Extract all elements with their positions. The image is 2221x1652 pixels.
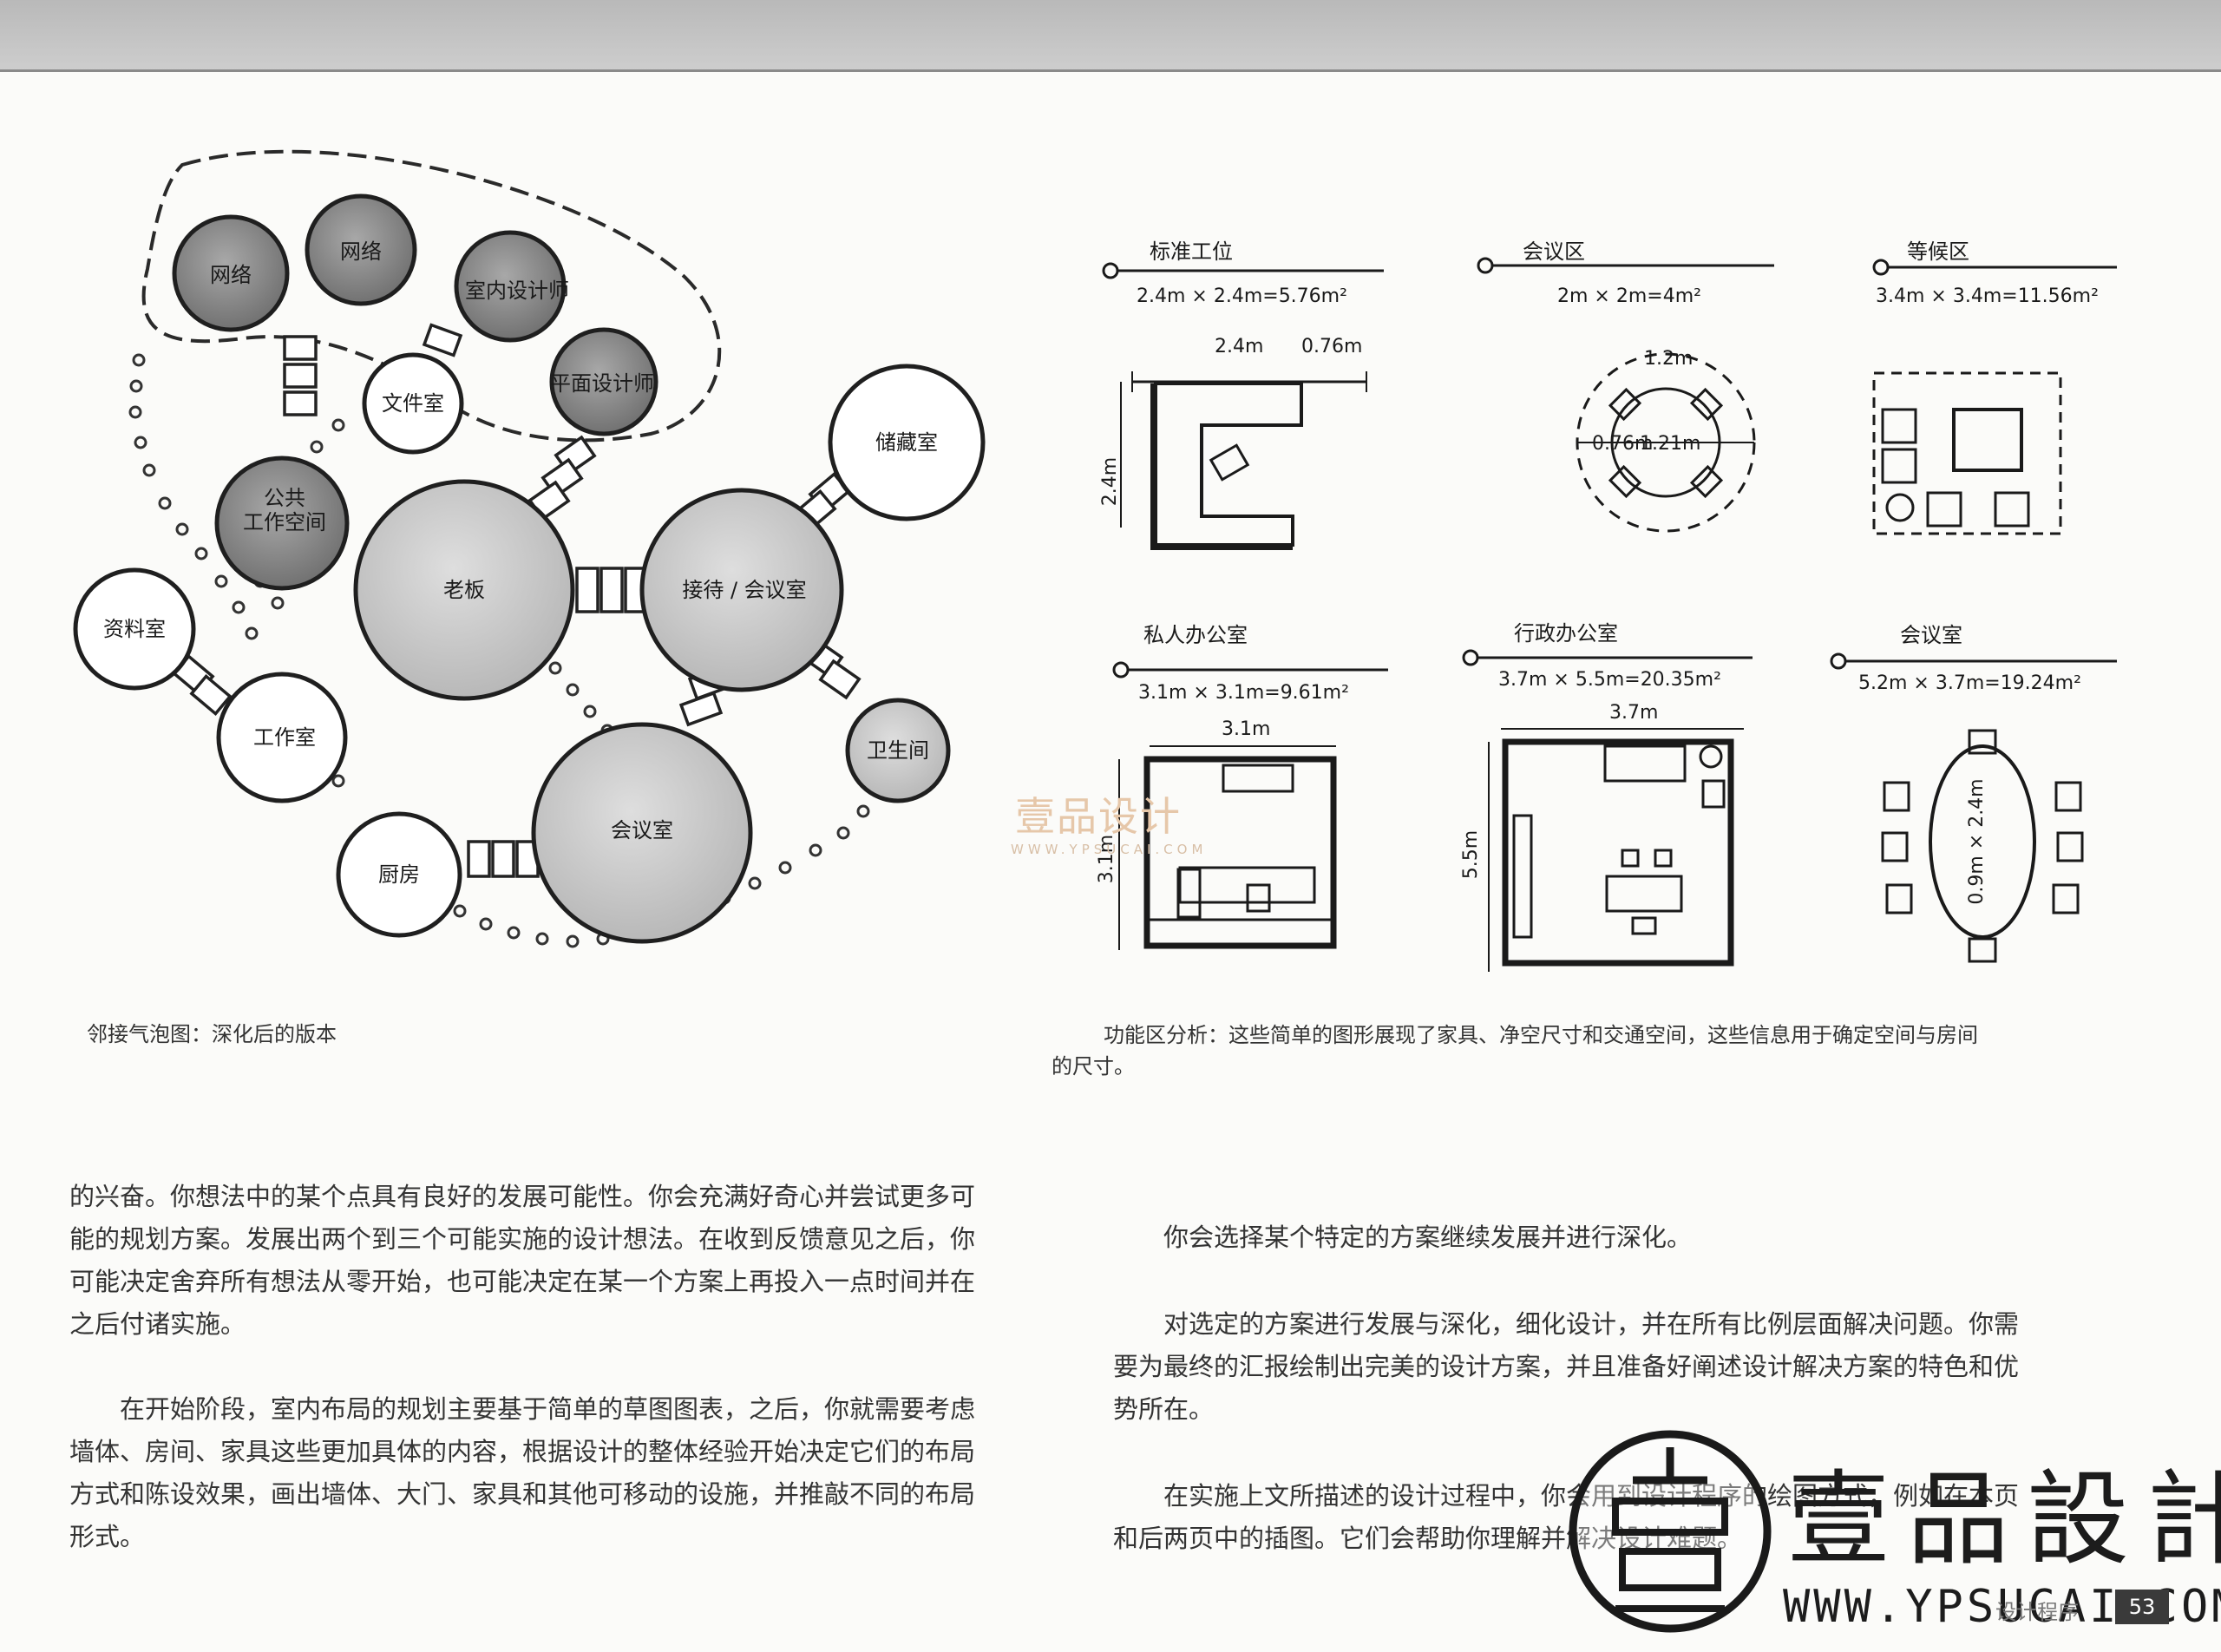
executive-office-sketch [1488,728,1744,972]
label-reception-meeting: 接待 / 会议室 [682,578,806,602]
bubble-interior-designer [454,230,567,343]
bubble-graphic-designer [549,327,658,436]
bubble-network-1 [172,214,290,332]
bubble-diagram: 网络 网络 室内设计师 平面设计师 文件室 公共 工作空间 老板 接待 / 会议… [73,149,986,948]
zone-area-executive-office: 3.7m × 5.5m=20.35m² [1498,669,1721,691]
page-number: 53 [2115,1590,2169,1624]
bubble-boss [353,479,575,701]
bubble-archive [73,567,196,691]
label-network-1: 网络 [210,263,252,287]
dim-private-1: 3.1m [1222,718,1270,740]
bubble-reception-meeting [639,488,844,692]
dim-standard-2: 0.76m [1301,336,1362,357]
conference-room-sketch [1881,729,2084,963]
meeting-area-sketch [1576,352,1756,533]
zone-title-meeting-area: 会议区 [1523,239,1585,264]
zone-title-conference-room: 会议室 [1900,623,1962,647]
dim-conference-1: 0.9m × 2.4m [1966,778,1988,904]
dim-meeting-1: 1.2m [1644,348,1693,370]
zone-caption: 功能区分析：这些简单的图形展现了家具、净空尺寸和交通空间，这些信息用于确定空间与… [1052,1019,1978,1082]
bubble-file-room [362,352,464,455]
zone-area-meeting-area: 2m × 2m=4m² [1557,285,1701,307]
label-boss: 老板 [443,578,485,602]
right-paragraph-2: 对选定的方案进行发展与深化，细化设计，并在所有比例层面解决问题。你需 要为最终的… [1113,1303,2019,1431]
zone-title-private-office: 私人办公室 [1143,623,1248,647]
dim-standard-1: 2.4m [1215,336,1263,357]
zone-title-standard-workstation: 标准工位 [1150,239,1233,264]
text-line: 在实施上文所描述的设计过程中，你会用到设计程序的绘图方式，例如在本页 [1113,1481,2020,1511]
bubble-storage [828,364,986,521]
standard-workstation-sketch [1120,371,1367,550]
text-line: 能的规划方案。发展出两个到三个可能实施的设计想法。在收到反馈意见之后，你 [69,1224,976,1254]
text-line: 对选定的方案进行发展与深化，细化设计，并在所有比例层面解决问题。你需 [1113,1309,2020,1339]
dim-executive-1: 3.7m [1609,702,1658,724]
zone-analysis: 标准工位 2.4m × 2.4m=5.76m² 2.4m 0.76m 2.4m … [1096,239,2117,972]
top-bar [0,0,2221,72]
text-line: 形式。 [69,1522,146,1551]
left-paragraph-2: 在开始阶段，室内布局的规划主要基于简单的草图图表，之后，你就需要考虑 墙体、房间… [69,1388,975,1558]
label-file-room: 文件室 [382,391,444,416]
label-interior-designer: 室内设计师 [465,279,569,303]
right-paragraph-1: 你会选择某个特定的方案继续发展并进行深化。 [1113,1216,1692,1259]
label-public-workspace-1: 公共 [264,486,305,510]
zone-area-waiting-area: 3.4m × 3.4m=11.56m² [1876,285,2099,307]
logo-mark-icon [1569,1430,1772,1633]
zone-caption-line-2: 的尺寸。 [1052,1054,1135,1078]
bubble-studio [216,672,348,803]
private-office-sketch [1118,745,1337,950]
bubble-caption: 邻接气泡图：深化后的版本 [87,1022,337,1046]
label-network-2: 网络 [340,239,382,264]
dashed-enclosure [141,149,722,442]
waiting-area-sketch [1872,371,2062,535]
dim-executive-2: 5.5m [1460,830,1482,879]
text-line: 你会选择某个特定的方案继续发展并进行深化。 [1113,1223,1693,1252]
dim-meeting-3: 1.21m [1640,433,1700,455]
circulation-dots [128,353,883,948]
zone-area-conference-room: 5.2m × 3.7m=19.24m² [1858,672,2081,694]
logo-title: 壹品設計 [1787,1459,2221,1579]
bubble-toilet [845,698,951,803]
label-archive: 资料室 [103,617,166,641]
bubble-meeting-room [531,722,753,944]
left-paragraph-1: 的兴奋。你想法中的某个点具有良好的发展可能性。你会充满好奇心并尝试更多可 能的规… [69,1176,975,1346]
bubble-network-2 [305,193,417,306]
text-line: 势所在。 [1113,1394,1215,1424]
bubble-kitchen [336,811,462,938]
footer-label: 设计程序 [1995,1600,2079,1624]
zone-area-private-office: 3.1m × 3.1m=9.61m² [1138,682,1349,704]
dim-private-2: 3.1m [1096,835,1117,883]
connectors [172,323,862,878]
dim-meeting-2: 0.76m [1592,433,1653,455]
text-line: 墙体、房间、家具这些更加具体的内容，根据设计的整体经验开始决定它们的布局 [69,1437,976,1466]
dim-standard-3: 2.4m [1099,457,1121,506]
bubble-public-workspace [214,456,350,591]
label-kitchen: 厨房 [378,862,420,887]
label-public-workspace-2: 工作空间 [243,510,326,534]
label-meeting-room: 会议室 [611,818,673,842]
center-watermark-url: WWW.YPSUCAI.COM [1011,842,1208,857]
label-toilet: 卫生间 [867,738,929,763]
zone-title-waiting-area: 等候区 [1907,239,1969,264]
zone-title-executive-office: 行政办公室 [1514,621,1618,646]
label-storage: 储藏室 [875,430,938,455]
center-watermark-text: 壹品设计 [1015,793,1182,840]
text-line: 要为最终的汇报绘制出完美的设计方案，并且准备好阐述设计解决方案的特色和优 [1113,1352,2020,1381]
label-studio: 工作室 [253,725,316,750]
text-line: 在开始阶段，室内布局的规划主要基于简单的草图图表，之后，你就需要考虑 [69,1394,976,1424]
label-graphic-designer: 平面设计师 [550,371,654,396]
zone-caption-line-1: 功能区分析：这些简单的图形展现了家具、净空尺寸和交通空间，这些信息用于确定空间与… [1104,1023,1978,1047]
zone-area-standard-workstation: 2.4m × 2.4m=5.76m² [1137,285,1347,307]
text-line: 方式和陈设效果，画出墙体、大门、家具和其他可移动的设施，并推敲不同的布局 [69,1479,976,1509]
text-line: 之后付诸实施。 [69,1309,246,1339]
text-line: 的兴奋。你想法中的某个点具有良好的发展可能性。你会充满好奇心并尝试更多可 [69,1182,976,1211]
text-line: 可能决定舍弃所有想法从零开始，也可能决定在某一个方案上再投入一点时间并在 [69,1267,976,1296]
